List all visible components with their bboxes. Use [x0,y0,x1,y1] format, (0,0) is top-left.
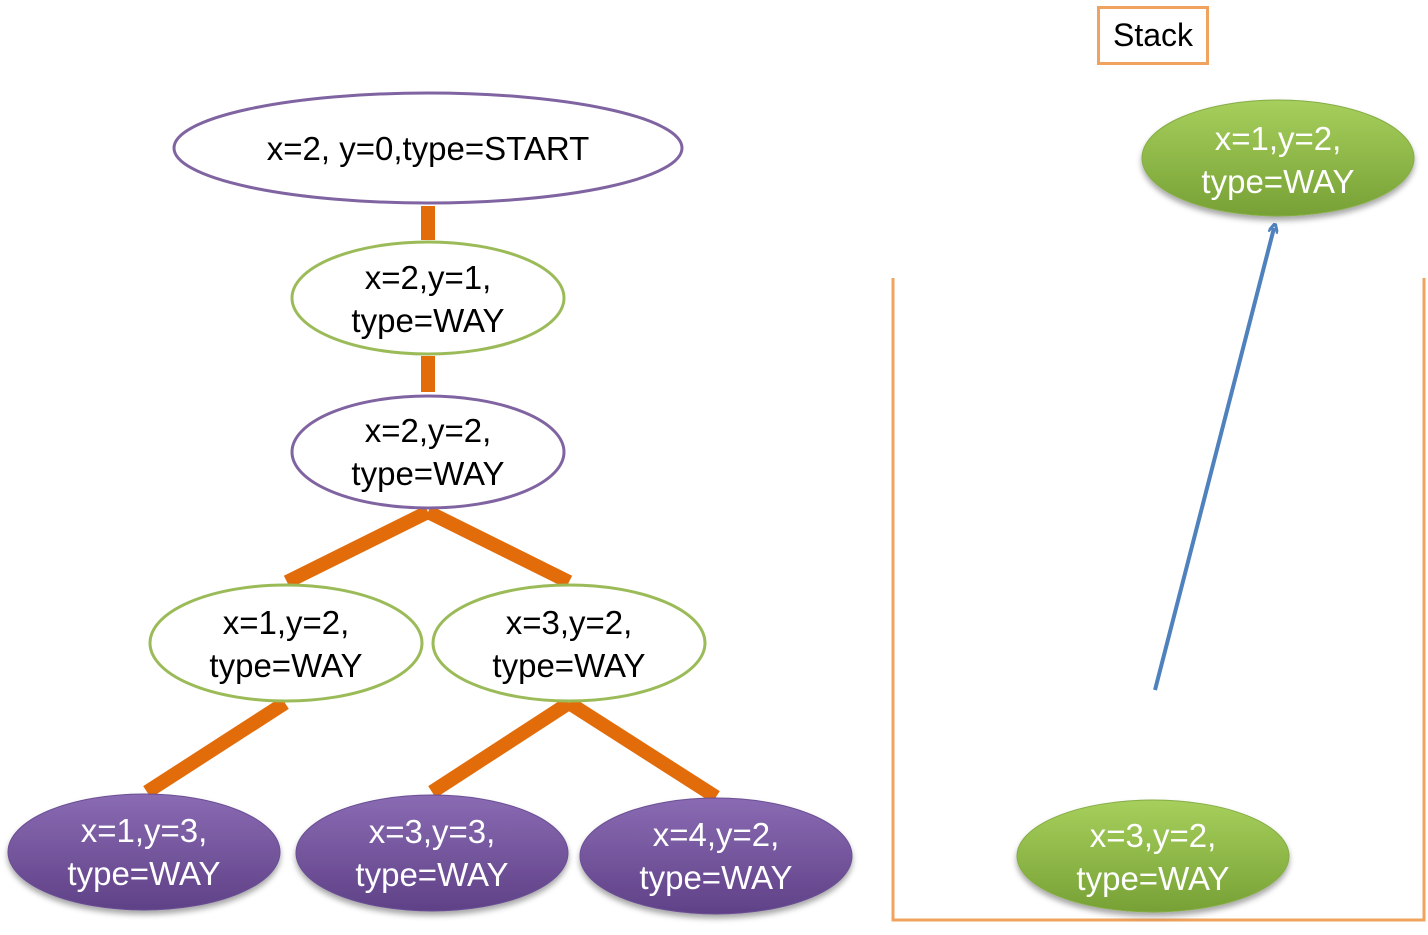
node-root-label: x=2, y=0,type=START [267,130,590,167]
stack-container [891,278,1426,922]
node-root: x=2, y=0,type=START [172,91,684,205]
node-n5: x=1,y=3, type=WAY [7,793,281,911]
node-n3-line2: type=WAY [209,647,362,684]
edge-n3-n5 [143,697,289,798]
node-n6-line1: x=3,y=3, [369,813,496,850]
node-n6: x=3,y=3, type=WAY [295,794,569,912]
tree-edges [143,206,720,803]
node-n5-line1: x=1,y=3, [81,812,208,849]
node-n2-line1: x=2,y=2, [365,412,492,449]
node-n2: x=2,y=2, type=WAY [290,394,566,510]
node-n3-line1: x=1,y=2, [223,604,350,641]
stack-item-popped: x=1,y=2, type=WAY [1141,99,1415,217]
node-n7-line1: x=4,y=2, [653,816,780,853]
node-n4: x=3,y=2, type=WAY [431,583,707,703]
node-n6-line2: type=WAY [355,856,508,893]
stack-item-popped-line1: x=1,y=2, [1215,120,1342,157]
stack-item-bottom: x=3,y=2, type=WAY [1016,799,1290,913]
node-n7: x=4,y=2, type=WAY [579,797,853,915]
edge-n2-n3 [283,505,432,589]
stack-item-popped-line2: type=WAY [1201,163,1354,200]
node-n5-line2: type=WAY [67,855,220,892]
node-n4-line2: type=WAY [492,647,645,684]
node-n3: x=1,y=2, type=WAY [148,583,424,703]
node-n1: x=2,y=1, type=WAY [290,240,566,356]
node-n4-line1: x=3,y=2, [506,604,633,641]
edge-n2-n4 [424,505,573,589]
edge-n4-n7 [565,697,720,803]
stack-title: Stack [1097,6,1209,65]
stack-item-bottom-line2: type=WAY [1076,860,1229,897]
node-n1-line1: x=2,y=1, [365,259,492,296]
node-n7-line2: type=WAY [639,859,792,896]
edge-n4-n6 [428,697,573,798]
pop-arrow [1153,228,1274,691]
stack-item-bottom-line1: x=3,y=2, [1090,817,1217,854]
node-n2-line2: type=WAY [351,455,504,492]
node-n1-line2: type=WAY [351,302,504,339]
